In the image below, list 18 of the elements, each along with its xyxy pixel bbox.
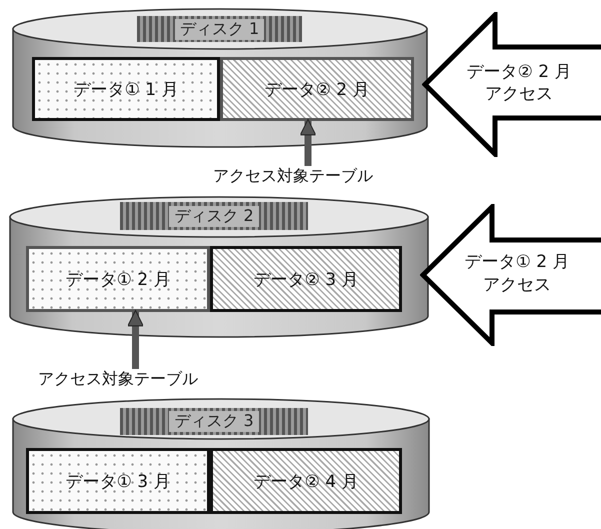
data-table-box: データ② 4 月 xyxy=(210,448,402,514)
data-table-box: データ② 3 月 xyxy=(210,246,402,312)
disk-cylinder xyxy=(12,8,428,148)
data-table-box: データ① 2 月 xyxy=(26,246,210,312)
block-arrow: データ① 2 月 アクセス xyxy=(420,204,601,346)
arrow xyxy=(127,310,144,369)
disk-label: ディスク 3 xyxy=(120,408,308,435)
annotation-text: アクセス対象テーブル xyxy=(38,369,233,393)
data-table-box: データ① 3 月 xyxy=(26,448,210,514)
data-table-box: データ② 2 月 xyxy=(220,57,414,121)
arrow xyxy=(300,119,316,166)
disk-label: ディスク 1 xyxy=(137,16,302,42)
disk-cylinder xyxy=(9,196,429,338)
annotation-text: アクセス対象テーブル xyxy=(213,166,403,190)
disk-cylinder xyxy=(12,398,430,529)
data-table-box: データ① 1 月 xyxy=(32,57,220,121)
block-arrow: データ② 2 月 アクセス xyxy=(422,12,601,157)
disk-label: ディスク 2 xyxy=(120,202,308,230)
